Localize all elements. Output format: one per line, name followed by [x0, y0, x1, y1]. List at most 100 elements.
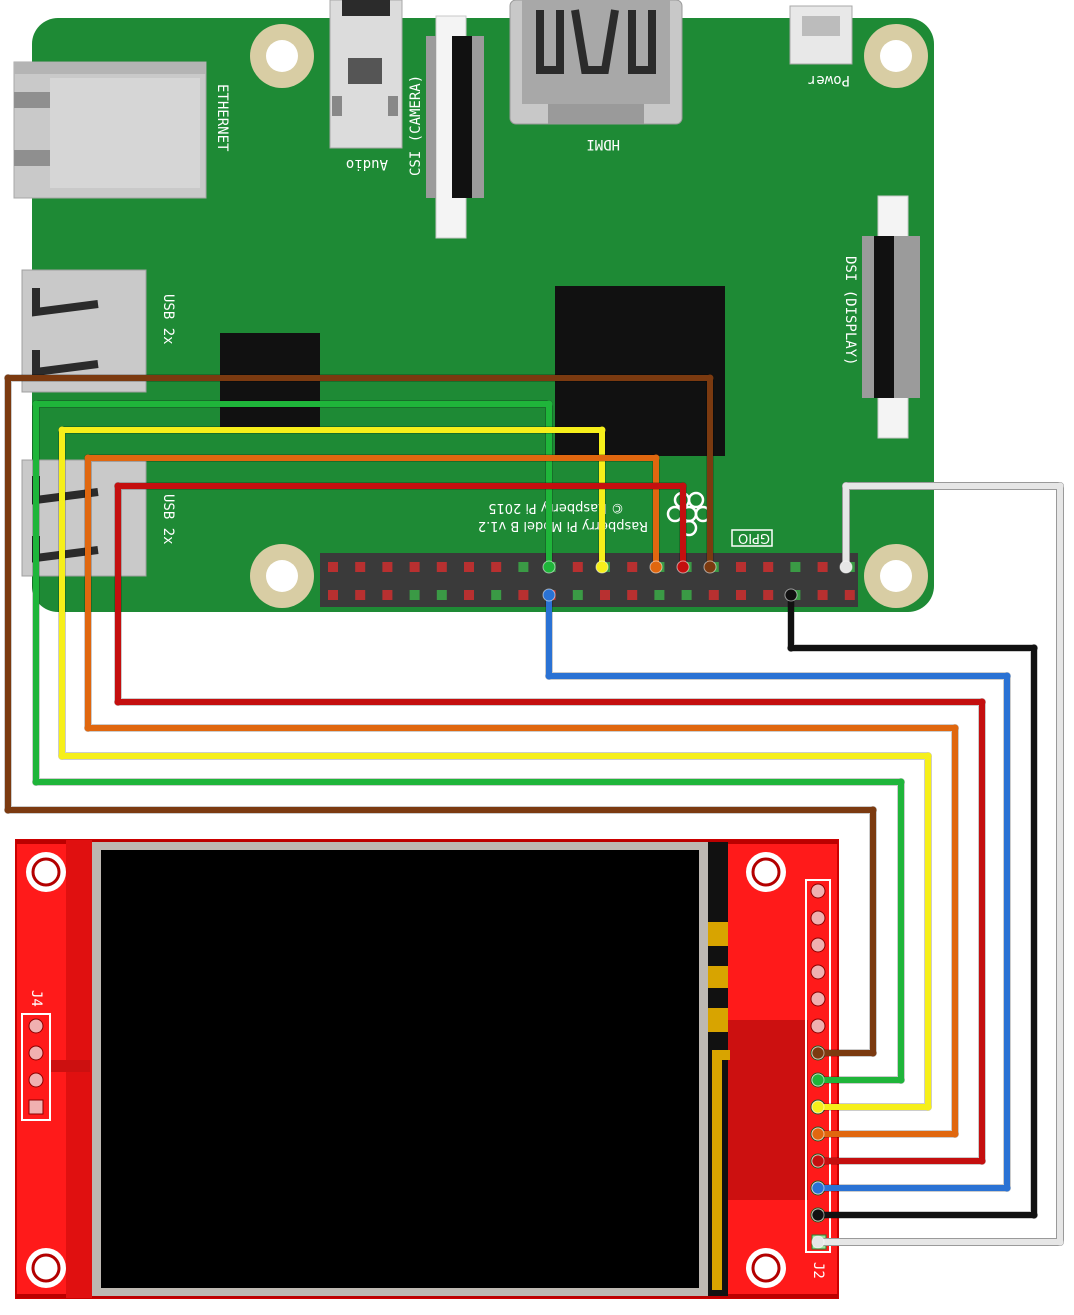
wire-bend-point — [652, 454, 660, 462]
wire-bend-point — [114, 698, 122, 706]
wire-bend-point — [545, 400, 553, 408]
wire-brown-end — [703, 560, 717, 574]
wire-bend-point — [58, 426, 66, 434]
gpio-pin — [464, 562, 474, 572]
gpio-pin — [382, 562, 393, 572]
flex-traces — [708, 922, 730, 1290]
gpio-pin — [763, 590, 774, 600]
wire-bend-point — [869, 806, 877, 814]
wire-bend-point — [978, 1157, 986, 1165]
usb-port-bottom — [21, 459, 147, 577]
wire-bend-point — [32, 400, 40, 408]
wire-bend-point — [869, 1049, 877, 1057]
csi-label: CSI (CAMERA) — [408, 75, 424, 176]
gpio-pin — [736, 562, 746, 572]
j2-pin — [810, 910, 826, 926]
gpio-pin — [382, 590, 393, 600]
dsi-label: DSI (DISPLAY) — [842, 256, 858, 366]
wire-bend-point — [706, 374, 714, 382]
wire-bend-point — [787, 644, 795, 652]
wire-bend-point — [951, 1130, 959, 1138]
gpio-pin — [328, 562, 338, 572]
display-mounting-holes — [26, 852, 786, 1288]
tft-display-module: J4 J2 — [15, 839, 839, 1299]
j2-pin — [810, 937, 826, 953]
gpio-pin — [464, 590, 474, 600]
hdmi-label: HDMI — [586, 136, 620, 152]
gpio-pin — [681, 590, 692, 600]
wire-bend-point — [897, 778, 905, 786]
wire-yellow-end — [595, 560, 609, 574]
wire-bend-point — [1003, 672, 1011, 680]
audio-jack — [329, 0, 403, 149]
wire-bend-point — [84, 454, 92, 462]
gpio-pin — [518, 562, 529, 572]
dsi-connector — [862, 195, 920, 439]
wire-bend-point — [1056, 1238, 1064, 1246]
gpio-pin — [491, 562, 502, 572]
gpio-label: GPIO — [738, 530, 770, 545]
wire-orange-end — [811, 1127, 825, 1141]
wire-bend-point — [924, 1103, 932, 1111]
power-port — [789, 5, 853, 65]
j2-pin — [810, 883, 826, 899]
usb-bottom-label: USB 2x — [160, 494, 176, 545]
gpio-pin — [708, 590, 719, 600]
copyright-text: © Raspberry Pi 2015 — [488, 500, 624, 515]
hdmi-port — [509, 0, 683, 125]
gpio-pin — [491, 590, 502, 600]
gpio-pin — [355, 562, 366, 572]
wire-blue-end — [542, 588, 556, 602]
screen — [101, 850, 699, 1288]
wire-white-end — [839, 560, 853, 574]
wire-bend-point — [1003, 1184, 1011, 1192]
wire-brown-end — [811, 1046, 825, 1060]
gpio-pin — [572, 590, 583, 600]
gpio-pin — [436, 590, 447, 600]
gpio-pin — [572, 562, 583, 572]
wire-bend-point — [1030, 1211, 1038, 1219]
wire-black-end — [784, 588, 798, 602]
j2-pin — [810, 991, 826, 1007]
gpio-pin — [600, 590, 610, 600]
j2-label: J2 — [810, 1262, 826, 1279]
pi-mounting-holes — [250, 24, 928, 608]
j4-label: J4 — [28, 990, 44, 1007]
gpio-pin — [817, 590, 828, 600]
wire-bend-point — [951, 724, 959, 732]
wire-red-end — [811, 1154, 825, 1168]
wire-bend-point — [1030, 644, 1038, 652]
raspberry-pi-board: ETHERNET Audio CSI (CAMERA) HDMI — [13, 0, 934, 612]
audio-label: Audio — [346, 156, 388, 172]
ethernet-port — [13, 61, 207, 199]
wire-bend-point — [679, 482, 687, 490]
gpio-pin — [518, 590, 529, 600]
wire-bend-point — [545, 672, 553, 680]
wire-bend-point — [114, 482, 122, 490]
wire-bend-point — [842, 482, 850, 490]
wire-bend-point — [978, 698, 986, 706]
gpio-pin — [654, 590, 665, 600]
power-label: Power — [808, 72, 850, 88]
wire-bend-point — [598, 426, 606, 434]
wire-black-end — [811, 1208, 825, 1222]
wire-bend-point — [32, 778, 40, 786]
ethernet-label: ETHERNET — [214, 84, 230, 152]
wire-orange-end — [649, 560, 663, 574]
usb-top-label: USB 2x — [160, 294, 176, 345]
wire-blue-end — [811, 1181, 825, 1195]
gpio-pin — [763, 562, 774, 572]
gpio-pin — [844, 590, 855, 600]
gpio-header — [320, 553, 858, 607]
wire-bend-point — [84, 724, 92, 732]
wires — [4, 374, 1064, 1249]
wire-yellow-end — [811, 1100, 825, 1114]
j2-pin — [810, 964, 826, 980]
gpio-pin — [817, 562, 828, 572]
wire-white-end — [811, 1235, 825, 1249]
gpio-pin — [627, 562, 638, 572]
gpio-pin — [328, 590, 338, 600]
wire-bend-point — [924, 752, 932, 760]
gpio-pin — [736, 590, 746, 600]
